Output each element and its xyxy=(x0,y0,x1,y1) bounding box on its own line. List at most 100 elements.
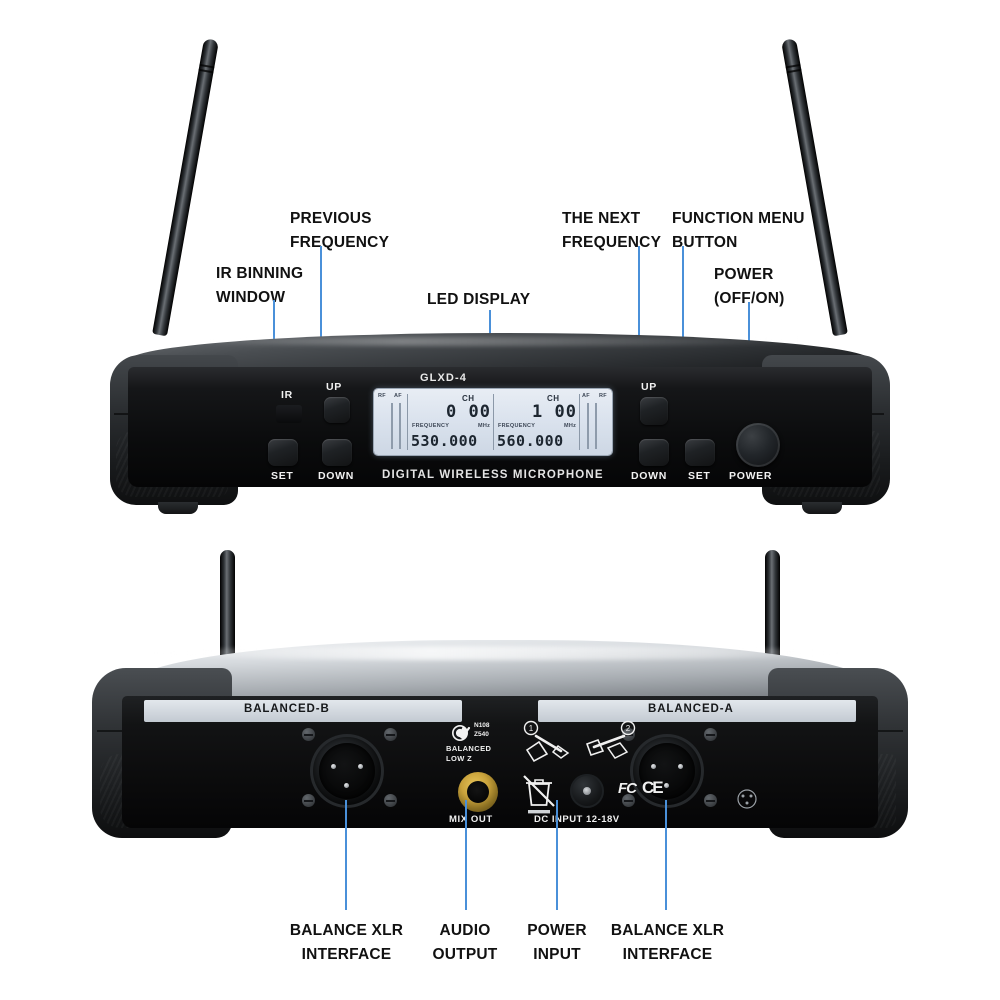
receiver-front-unit: IR UP SET DOWN GLXD-4 DIGITAL WIRELESS M… xyxy=(110,38,890,525)
led-display: RF AF AF RF CH 0 00 FREQUENCY MHz 530.00… xyxy=(374,389,612,455)
antenna-orientation-icon-2: 2 xyxy=(585,720,636,759)
callout-balance-xlr-interface-b: BALANCE XLR INTERFACE xyxy=(289,919,404,967)
leader-line-the-next-frequency xyxy=(638,246,640,414)
callout-line: POWER xyxy=(527,922,587,939)
ctick-code-2: Z540 xyxy=(474,731,489,738)
set-label-right: SET xyxy=(688,470,711,482)
ch-label-left: CH xyxy=(462,394,475,403)
balanced-b-strip: BALANCED-B xyxy=(144,700,462,722)
callout-previous-frequency: PREVIOUS FREQUENCY xyxy=(290,207,389,255)
rf-meter-right xyxy=(595,403,597,449)
callout-line: FREQUENCY xyxy=(290,234,390,252)
antenna-right[interactable] xyxy=(781,38,848,337)
leader-line-balance-xlr-b xyxy=(345,800,347,910)
ir-label: IR xyxy=(281,389,293,401)
svg-text:1: 1 xyxy=(529,724,534,733)
balanced-a-label: BALANCED-A xyxy=(648,703,734,715)
set-button-left[interactable] xyxy=(268,439,298,466)
callout-line: OUTPUT xyxy=(432,946,498,964)
rubber-foot xyxy=(802,502,842,514)
callout-line: INTERFACE xyxy=(301,946,392,964)
dc-input-jack[interactable] xyxy=(570,774,604,808)
callout-line: LED DISPLAY xyxy=(427,291,531,308)
callout-line: WINDOW xyxy=(216,289,286,307)
up-label-left: UP xyxy=(326,381,342,393)
xlr-screw xyxy=(704,794,717,807)
mix-out-label: MIX OUT xyxy=(449,814,493,825)
xlr-pinout-icon xyxy=(737,789,757,809)
leader-line-previous-frequency xyxy=(320,246,322,421)
xlr-connector-a[interactable] xyxy=(630,734,704,808)
rf-label-left: RF xyxy=(378,393,386,399)
callout-line: IR BINNING xyxy=(216,265,304,282)
up-button-right[interactable] xyxy=(640,397,668,425)
af-label-left: AF xyxy=(394,393,402,399)
antenna-rear-right[interactable] xyxy=(765,550,780,660)
af-meter-right xyxy=(587,403,589,449)
unit-label-left: MHz xyxy=(478,423,491,429)
rear-panel-face: BALANCED-B BALANCED-A xyxy=(122,696,878,828)
callout-led-display: LED DISPLAY xyxy=(427,288,530,312)
receiver-rear-unit: BALANCED-B BALANCED-A xyxy=(92,550,908,870)
down-button-right[interactable] xyxy=(639,439,669,466)
balanced-a-strip: BALANCED-A xyxy=(538,700,856,722)
callout-line: AUDIO xyxy=(439,922,491,939)
frequency-value-right: 560.000 xyxy=(497,432,564,450)
callout-line: BALANCE XLR xyxy=(610,922,725,939)
dc-input-label: DC INPUT 12-18V xyxy=(534,814,620,825)
down-label-right: DOWN xyxy=(631,470,668,482)
callout-the-next-frequency: THE NEXT FREQUENCY xyxy=(562,207,661,255)
callout-line: PREVIOUS xyxy=(290,210,372,227)
antenna-left[interactable] xyxy=(152,38,219,337)
callout-power-off-on: POWER (OFF/ON) xyxy=(714,263,784,311)
chassis-top-surface xyxy=(128,333,872,373)
callout-audio-output: AUDIO OUTPUT xyxy=(429,919,501,967)
svg-text:2: 2 xyxy=(626,724,631,733)
channel-value-left: 0 00 xyxy=(446,402,491,422)
down-button-left[interactable] xyxy=(322,439,352,466)
up-label-right: UP xyxy=(641,381,657,393)
set-button-right[interactable] xyxy=(685,439,715,466)
callout-power-input: POWER INPUT xyxy=(522,919,592,967)
mix-out-jack[interactable] xyxy=(458,772,498,812)
product-line-label: DIGITAL WIRELESS MICROPHONE xyxy=(382,469,604,481)
xlr-screw xyxy=(622,794,635,807)
xlr-screw xyxy=(704,728,717,741)
callout-line: THE NEXT xyxy=(562,210,641,227)
ce-mark: CE xyxy=(642,778,664,797)
af-label-right: AF xyxy=(582,393,590,399)
callout-line: FUNCTION MENU xyxy=(672,210,805,227)
power-knob[interactable] xyxy=(736,423,780,467)
balanced-low-z-line-2: LOW Z xyxy=(446,754,473,763)
ch-label-right: CH xyxy=(547,394,560,403)
antenna-orientation-icon-1: 1 xyxy=(523,720,570,763)
down-label-left: DOWN xyxy=(318,470,355,482)
model-label: GLXD-4 xyxy=(420,372,467,384)
callout-line: INPUT xyxy=(533,946,581,964)
rf-label-right: RF xyxy=(599,393,607,399)
frequency-label-right: FREQUENCY xyxy=(498,423,536,429)
front-panel-face: IR UP SET DOWN GLXD-4 DIGITAL WIRELESS M… xyxy=(128,367,872,487)
xlr-screw xyxy=(384,794,397,807)
xlr-screw xyxy=(384,728,397,741)
xlr-connector-b[interactable] xyxy=(310,734,384,808)
callout-line: FREQUENCY xyxy=(562,234,662,252)
leader-line-balance-xlr-a xyxy=(665,800,667,910)
rear-chassis-top-surface xyxy=(122,640,878,702)
ir-binning-window xyxy=(276,405,302,423)
c-tick-icon xyxy=(452,725,471,741)
frequency-value-left: 530.000 xyxy=(411,432,478,450)
callout-line: INTERFACE xyxy=(622,946,713,964)
frequency-label-left: FREQUENCY xyxy=(412,423,450,429)
af-meter-left xyxy=(399,403,401,449)
antenna-rear-left[interactable] xyxy=(220,550,235,660)
set-label-left: SET xyxy=(271,470,294,482)
xlr-screw xyxy=(302,728,315,741)
unit-label-right: MHz xyxy=(564,423,577,429)
leader-line-power-input xyxy=(556,800,558,910)
xlr-screw xyxy=(302,794,315,807)
callout-balance-xlr-interface-a: BALANCE XLR INTERFACE xyxy=(610,919,725,967)
callout-ir-binning-window: IR BINNING WINDOW xyxy=(216,262,303,310)
up-button-left[interactable] xyxy=(324,397,350,423)
